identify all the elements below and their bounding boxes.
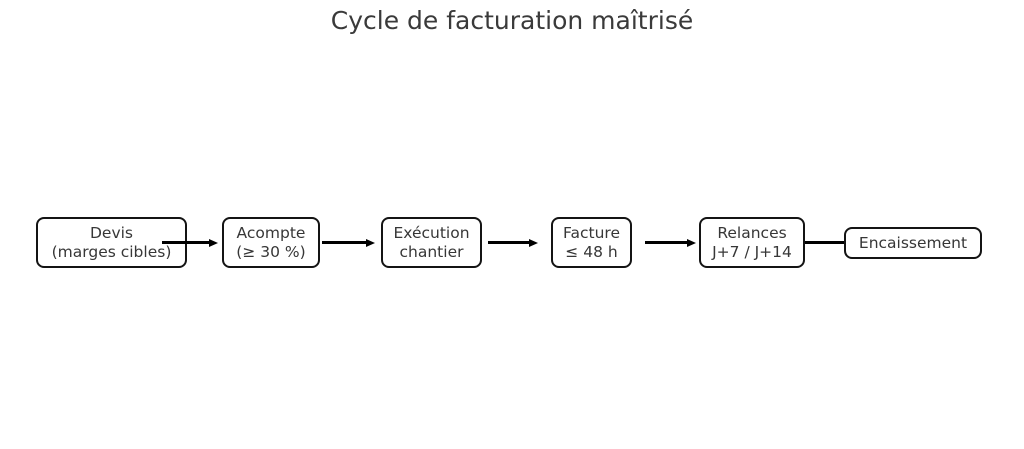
- step-box-devis: Devis (marges cibles): [36, 217, 187, 268]
- step-box-execution-chantier: Exécution chantier: [381, 217, 482, 268]
- step-label-line: Relances: [717, 223, 787, 242]
- step-box-acompte: Acompte (≥ 30 %): [222, 217, 320, 268]
- arrowhead-right-icon: [529, 238, 538, 247]
- step-label-line: Acompte: [236, 223, 306, 242]
- step-label-line: Exécution: [393, 223, 470, 242]
- page-title: Cycle de facturation maîtrisé: [330, 6, 694, 35]
- flow-line-relances-to-encaissement: [805, 241, 844, 244]
- arrowhead-right-icon: [209, 238, 218, 247]
- step-label-line: J+7 / J+14: [712, 242, 792, 261]
- step-label-line: ≤ 48 h: [565, 242, 618, 261]
- step-label-line: Devis: [89, 223, 134, 242]
- step-box-facture: Facture ≤ 48 h: [551, 217, 632, 268]
- step-label-line: (≥ 30 %): [236, 242, 306, 261]
- step-box-relances: Relances J+7 / J+14: [699, 217, 805, 268]
- step-label-line: (marges cibles): [51, 242, 172, 261]
- step-label-line: Facture: [563, 223, 620, 242]
- arrowhead-right-icon: [687, 238, 696, 247]
- step-label-line: chantier: [399, 242, 464, 261]
- arrowhead-right-icon: [366, 238, 375, 247]
- flow-arrow-acompte-to-execution: [322, 238, 375, 247]
- step-box-encaissement: Encaissement: [844, 227, 982, 259]
- flow-arrow-execution-to-facture: [488, 238, 538, 247]
- flow-arrow-devis-to-acompte: [162, 238, 218, 247]
- step-label-line: Encaissement: [858, 233, 968, 252]
- flow-arrow-facture-to-relances: [645, 238, 696, 247]
